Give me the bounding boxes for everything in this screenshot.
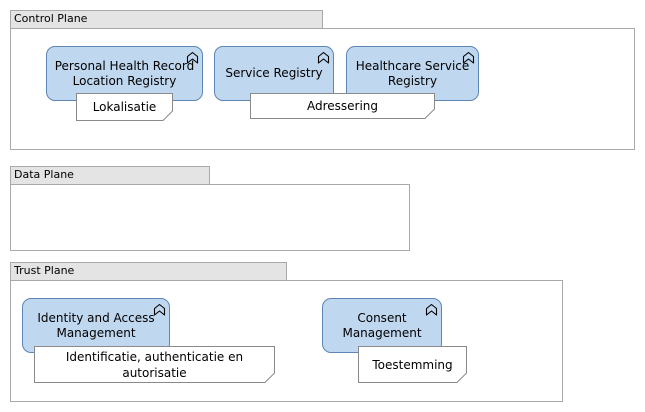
note-adressering[interactable]: Adressering — [250, 93, 435, 119]
note-toestemming-label: Toestemming — [372, 357, 453, 372]
note-toestemming[interactable]: Toestemming — [358, 346, 467, 383]
identity-access-management-service[interactable]: Identity and Access Management — [22, 298, 170, 353]
note-identificatie[interactable]: Identificatie, authenticatie en autorisa… — [34, 346, 275, 383]
service-icon — [153, 303, 166, 316]
healthcare-service-registry-label: Healthcare Service Registry — [355, 58, 470, 88]
note-shape — [358, 346, 467, 383]
note-shape — [76, 93, 173, 121]
data-plane-title: Data Plane — [10, 166, 210, 184]
note-identificatie-label: Identificatie, authenticatie en autorisa… — [65, 349, 244, 380]
note-shape — [34, 346, 275, 383]
healthcare-service-registry-service[interactable]: Healthcare Service Registry — [346, 46, 479, 101]
data-plane-group[interactable] — [10, 184, 410, 251]
control-plane-title: Control Plane — [10, 10, 323, 28]
trust-plane-title: Trust Plane — [10, 262, 287, 280]
note-lokalisatie[interactable]: Lokalisatie — [76, 93, 173, 121]
phr-location-registry-label: Personal Health Record Location Registry — [54, 58, 195, 88]
service-icon — [425, 303, 438, 316]
service-icon — [186, 51, 199, 64]
note-shape — [250, 93, 435, 119]
service-registry-label: Service Registry — [225, 66, 323, 80]
note-adressering-label: Adressering — [306, 99, 379, 113]
service-icon — [317, 51, 330, 64]
note-lokalisatie-label: Lokalisatie — [92, 100, 157, 114]
identity-access-management-label: Identity and Access Management — [37, 310, 155, 340]
service-icon — [462, 51, 475, 64]
consent-management-service[interactable]: Consent Management — [322, 298, 442, 353]
consent-management-label: Consent Management — [342, 310, 422, 340]
